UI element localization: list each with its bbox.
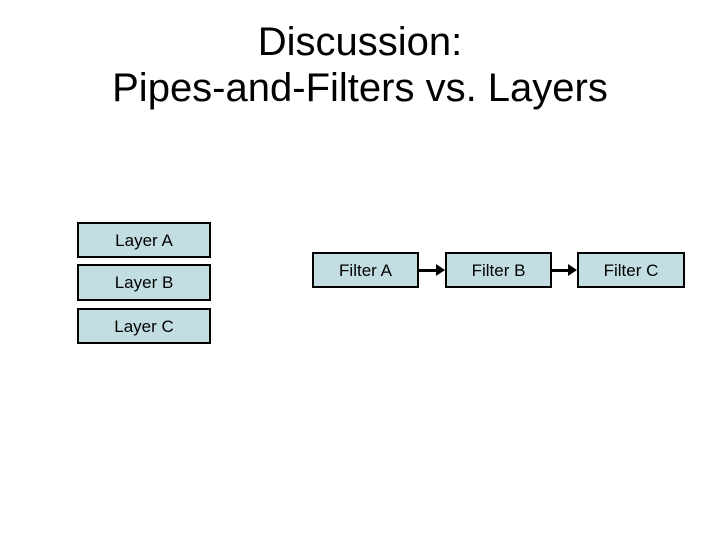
layer-box-c: Layer C (77, 308, 211, 344)
filter-box-a: Filter A (312, 252, 419, 288)
pipe-arrow-b-to-c (551, 262, 577, 278)
pipe-arrow-a-to-b (419, 262, 445, 278)
arrow-head-icon (436, 264, 445, 276)
filter-box-a-label: Filter A (339, 260, 392, 280)
layer-box-a-label: Layer A (115, 230, 173, 250)
slide-title-line-1: Discussion: (257, 20, 463, 64)
layer-box-c-label: Layer C (114, 316, 174, 336)
filter-box-b-label: Filter B (471, 260, 526, 280)
filter-box-b: Filter B (445, 252, 552, 288)
arrow-head-icon (568, 264, 577, 276)
slide-title: Discussion: Pipes-and-Filters vs. Layers (0, 19, 720, 111)
arrow-shaft (551, 269, 569, 272)
filter-box-c-label: Filter C (603, 260, 659, 280)
slide-title-line-2: Pipes-and-Filters vs. Layers (112, 66, 608, 110)
layer-box-b: Layer B (77, 264, 211, 301)
arrow-shaft (419, 269, 437, 272)
layer-box-b-label: Layer B (114, 273, 174, 292)
layer-box-a: Layer A (77, 222, 211, 258)
filter-box-c: Filter C (577, 252, 685, 288)
